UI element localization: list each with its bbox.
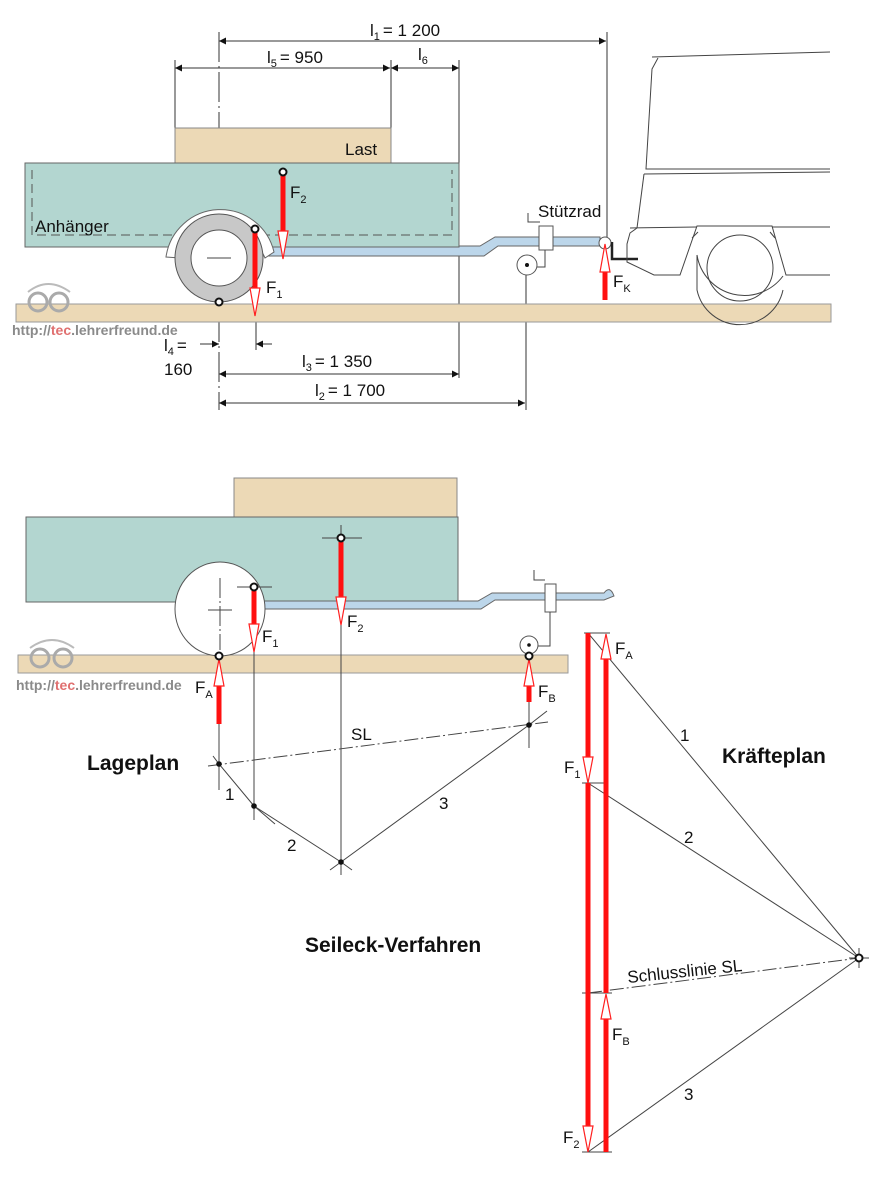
ground-strip-bottom bbox=[17, 654, 569, 674]
kp-f2-label: F2 bbox=[563, 1128, 580, 1151]
kp-ray-3-label: 3 bbox=[684, 1085, 693, 1104]
kp-ray-1-label: 1 bbox=[680, 726, 689, 745]
dim-l5-label: l5= 950 bbox=[267, 48, 323, 70]
force-f1-bottom bbox=[248, 582, 260, 653]
arrowhead-down-icon bbox=[582, 756, 594, 784]
lageplan-ray-3-label: 3 bbox=[439, 794, 448, 813]
arrowhead-up-icon bbox=[213, 658, 225, 687]
dim-l2-label: l2= 1 700 bbox=[315, 381, 385, 403]
rope-ray-2 bbox=[253, 805, 353, 871]
kp-fb-label: FB bbox=[612, 1025, 630, 1048]
kp-ray-2-label: 2 bbox=[684, 828, 693, 847]
force-fb-bottom-label: FB bbox=[538, 682, 556, 705]
pole-ray-2 bbox=[587, 782, 860, 959]
force-f1-label: F1 bbox=[266, 278, 283, 301]
arrowhead-down-icon bbox=[249, 287, 261, 317]
kp-f1-label: F1 bbox=[564, 758, 581, 781]
force-fk-label: FK bbox=[613, 272, 631, 295]
dim-l6-label: l6 bbox=[418, 45, 428, 67]
dim-l4-label: l4= bbox=[164, 336, 187, 358]
top-drawing: l1= 1 200 l5= 950 l6 l4= 160 l3= 1 350 l… bbox=[12, 21, 832, 410]
arrowhead-down-icon bbox=[582, 1125, 594, 1153]
arrowhead-up-icon bbox=[523, 658, 535, 687]
pole-ray-1 bbox=[587, 632, 860, 959]
ground-strip bbox=[15, 303, 832, 323]
arrowhead-up-icon bbox=[600, 633, 612, 660]
kraefteplan bbox=[582, 632, 869, 1153]
force-fb-bottom bbox=[523, 651, 535, 702]
arrowhead-down-icon bbox=[277, 230, 289, 260]
kp-fa-label: FA bbox=[615, 639, 633, 662]
tow-ball bbox=[610, 242, 638, 261]
force-f2-bottom bbox=[335, 533, 347, 626]
lageplan-title: Lageplan bbox=[87, 752, 179, 775]
method-title: Seileck-Verfahren bbox=[305, 934, 481, 957]
bottom-drawing: F1 F2 FA FB http://tec.lehrerfreund.de bbox=[16, 477, 869, 1153]
support-wheel-bottom bbox=[519, 570, 557, 655]
dim-l4-value: 160 bbox=[164, 360, 192, 379]
support-wheel bbox=[516, 213, 554, 276]
force-f2-bottom-label: F2 bbox=[347, 612, 364, 635]
kraefteplan-title: Kräfteplan bbox=[722, 745, 826, 768]
watermark-text-top: http://tec.lehrerfreund.de bbox=[12, 322, 178, 338]
watermark-logo-bottom bbox=[29, 639, 75, 669]
force-fk-top bbox=[599, 243, 611, 300]
arrowhead-down-icon bbox=[335, 596, 347, 626]
tow-vehicle bbox=[626, 51, 831, 326]
force-f1-bottom-label: F1 bbox=[262, 627, 279, 650]
force-fa-bottom bbox=[213, 651, 225, 724]
drawbar-bottom bbox=[259, 589, 615, 610]
watermark-text-bottom: http://tec.lehrerfreund.de bbox=[16, 677, 182, 693]
load-label: Last bbox=[345, 140, 377, 159]
schlusslinie-sl bbox=[587, 957, 860, 994]
load-box bbox=[174, 127, 392, 165]
load-box-bottom bbox=[233, 477, 458, 519]
force-f1-top bbox=[249, 224, 261, 317]
force-f2-top bbox=[277, 167, 289, 260]
dim-l3-label: l3= 1 350 bbox=[302, 352, 372, 374]
dim-l1-label: l1= 1 200 bbox=[370, 21, 440, 43]
lageplan-ray-1-label: 1 bbox=[225, 785, 234, 804]
kp-schlusslinie-label: Schlusslinie SL bbox=[626, 956, 743, 987]
force-f2-label: F2 bbox=[290, 183, 307, 206]
support-wheel-label: Stützrad bbox=[538, 202, 601, 221]
pole-ray-3 bbox=[587, 957, 860, 1153]
force-fa-bottom-label: FA bbox=[195, 678, 213, 701]
watermark-logo-top bbox=[27, 283, 71, 313]
closing-line-sl bbox=[207, 721, 549, 767]
rope-ray-3 bbox=[329, 710, 548, 871]
lageplan-sl-label: SL bbox=[351, 725, 372, 744]
arrowhead-up-icon bbox=[599, 243, 611, 273]
trailer-label: Anhänger bbox=[35, 217, 109, 236]
arrowhead-down-icon bbox=[248, 623, 260, 653]
rope-ray-1 bbox=[212, 755, 276, 825]
pole-point bbox=[854, 953, 864, 963]
lageplan bbox=[207, 710, 549, 871]
lageplan-ray-2-label: 2 bbox=[287, 836, 296, 855]
arrowhead-up-icon bbox=[600, 993, 612, 1020]
contact-point bbox=[214, 297, 224, 307]
